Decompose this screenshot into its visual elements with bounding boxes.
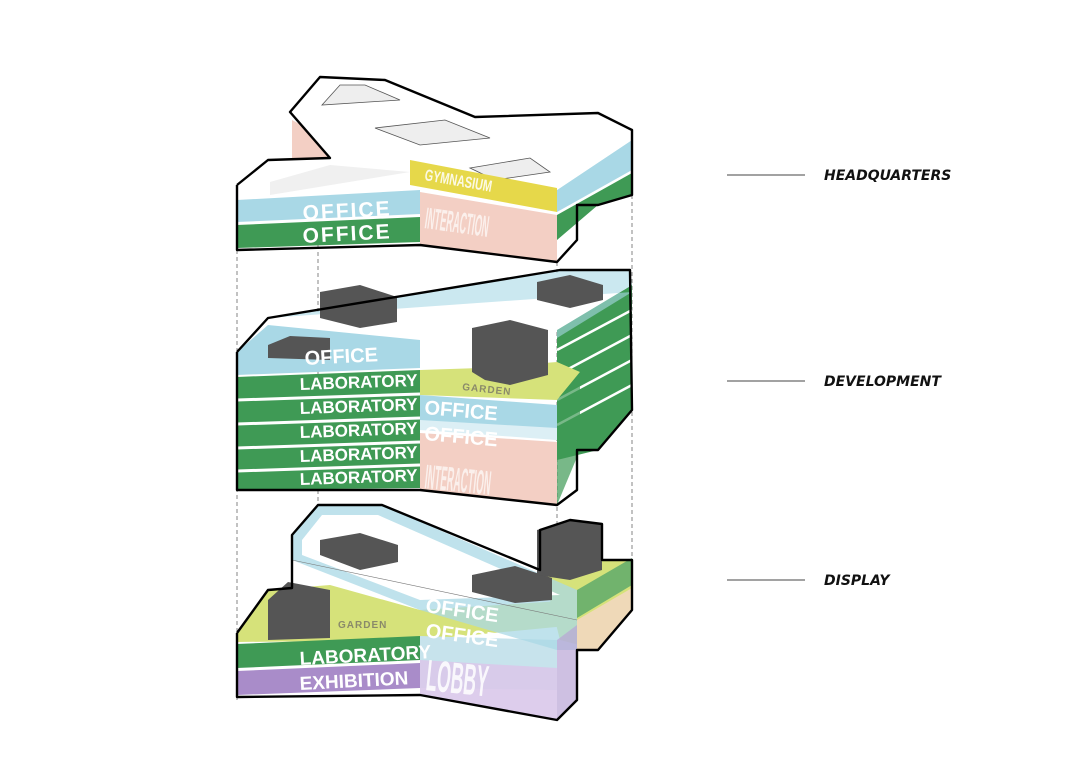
headquarters-block: OFFICE OFFICE GYMNASIUM INTERACTION (235, 75, 634, 264)
laboratory-label: LABORATORY (299, 419, 418, 442)
roof-box (268, 275, 603, 385)
courtyard (321, 84, 552, 181)
garden-label: GARDEN (338, 620, 387, 631)
office-label: OFFICE (304, 344, 378, 370)
development-block: OFFICE LABORATORY LABORATORY LABORATORY … (235, 268, 634, 507)
level-label-development: DEVELOPMENT (727, 374, 942, 390)
interaction-label: INTERACTION (423, 458, 493, 503)
level-name: DEVELOPMENT (824, 374, 942, 390)
exhibition-label: EXHIBITION (299, 668, 409, 695)
laboratory-label: LABORATORY (299, 443, 418, 466)
laboratory-label: LABORATORY (299, 395, 418, 418)
level-label-headquarters: HEADQUARTERS (727, 168, 951, 184)
level-name: HEADQUARTERS (824, 168, 951, 184)
office-label: OFFICE (302, 197, 392, 225)
garden-label: GARDEN (462, 382, 512, 398)
lobby-label: LOBBY (424, 651, 491, 706)
office-label: OFFICE (302, 220, 392, 248)
laboratory-label: LABORATORY (299, 371, 418, 394)
roof-box (268, 520, 602, 640)
laboratory-label: LABORATORY (299, 466, 418, 489)
display-block: GARDEN LABORATORY EXHIBITION OFFICE OFFI… (235, 503, 634, 722)
level-name: DISPLAY (824, 573, 891, 589)
level-label-display: DISPLAY (727, 573, 891, 589)
